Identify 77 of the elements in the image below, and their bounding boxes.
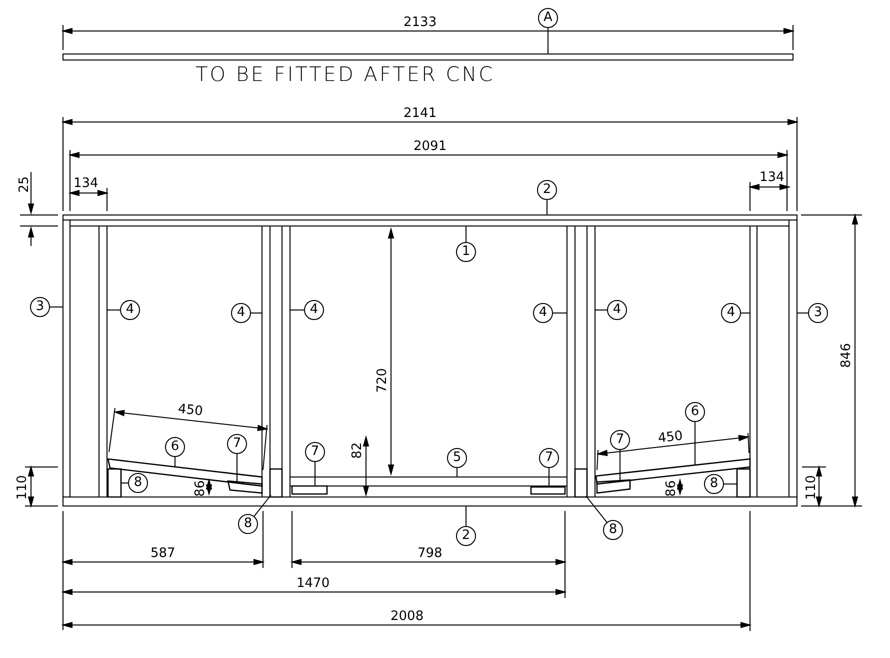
support-block [574, 468, 588, 498]
callout-number: 8 [238, 514, 258, 534]
callout-number: 6 [685, 402, 705, 422]
callout-number: 3 [30, 297, 50, 317]
dimension-label: 798 [418, 546, 442, 560]
spacer-block [291, 485, 328, 495]
dimension-label: 110 [14, 474, 30, 500]
leader-line [586, 496, 608, 523]
callout-number: 4 [120, 300, 140, 320]
callout-number: A [538, 8, 558, 28]
dimension-label: 82 [349, 442, 364, 458]
callout-number: 7 [539, 448, 559, 468]
dimension-label: 86 [192, 480, 208, 496]
leader-line [552, 312, 568, 314]
support-block [736, 468, 751, 498]
callout-number: 5 [447, 448, 467, 468]
stile [98, 226, 108, 498]
callout-number: 8 [704, 474, 724, 494]
dimension-label: 450 [176, 401, 204, 419]
leader-line [314, 462, 316, 486]
dimension-label: 2008 [390, 608, 424, 624]
callout-number: 7 [227, 434, 247, 454]
leader-line [456, 468, 458, 478]
callout-number: 1 [456, 242, 476, 262]
leader-line [50, 306, 64, 308]
stile [788, 220, 798, 498]
dimension-label: 110 [803, 474, 818, 500]
support-block [269, 468, 283, 498]
callout-number: 6 [165, 437, 185, 457]
dimension-label: 134 [74, 176, 98, 190]
leader-line [174, 456, 176, 468]
dimension-label: 587 [150, 546, 176, 560]
dimension-label: 846 [838, 342, 854, 368]
callout-number: 8 [128, 473, 148, 493]
dimension-label: 720 [374, 368, 390, 392]
dimension-label: 86 [663, 480, 678, 496]
stile [750, 226, 758, 498]
rail [62, 214, 798, 220]
callout-number: 4 [304, 300, 324, 320]
leader-line [236, 454, 238, 482]
board [62, 54, 794, 60]
callout-number: 4 [721, 303, 741, 323]
leader-line [694, 422, 696, 466]
callout-number: 4 [533, 303, 553, 323]
leader-line [250, 312, 262, 314]
callout-number: 8 [603, 520, 623, 540]
dimension-label: 450 [656, 428, 684, 446]
stile [262, 226, 270, 498]
callout-number: 2 [456, 526, 476, 546]
stile [566, 226, 576, 498]
support-block [107, 468, 122, 498]
stile [62, 220, 70, 498]
dimension-label: 25 [16, 176, 32, 192]
callout-number: 7 [610, 430, 630, 450]
rail [62, 496, 798, 506]
callout-number: 3 [808, 303, 828, 323]
leader-line [120, 482, 128, 484]
callout-number: 4 [231, 303, 251, 323]
spacer-block [227, 480, 263, 494]
callout-number: 4 [607, 300, 627, 320]
dimension-label: 2091 [414, 138, 447, 154]
spacer-block [596, 479, 631, 494]
dimension-label: 1470 [296, 576, 330, 590]
dimension-label: 134 [760, 170, 784, 184]
leader-line [548, 468, 550, 488]
callout-number: 2 [537, 180, 557, 200]
stile [282, 226, 290, 498]
note-text: TO BE FITTED AFTER CNC [196, 63, 495, 85]
dimension-label: 2141 [404, 106, 437, 120]
leader-line [796, 312, 808, 314]
spacer-block [530, 486, 566, 495]
leader-line [546, 200, 548, 216]
leader-line [740, 312, 750, 314]
stile [586, 226, 596, 498]
shelf-panel [290, 476, 568, 486]
callout-number: 7 [305, 442, 325, 462]
dimension-label: 2133 [404, 14, 437, 30]
